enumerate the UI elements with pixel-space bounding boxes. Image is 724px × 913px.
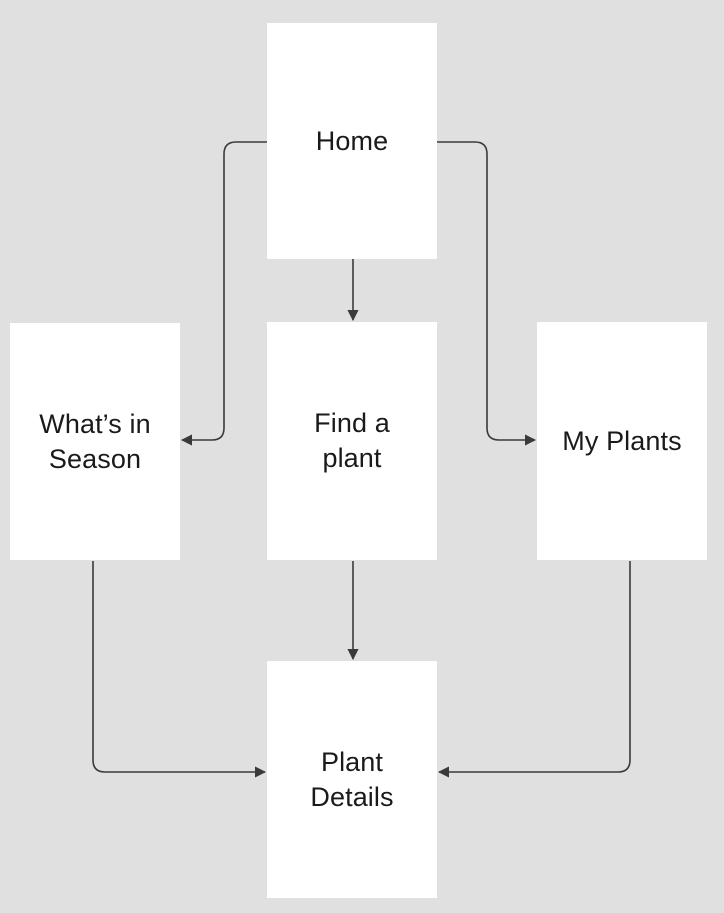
node-whats-in-season-label: What’s in Season [39,408,151,474]
node-whats-in-season[interactable]: What’s in Season [10,323,180,560]
node-find-a-plant-label: Find a plant [314,408,390,473]
node-home-label: Home [315,125,389,156]
node-home[interactable]: Home [267,23,437,259]
node-my-plants[interactable]: My Plants [537,322,707,560]
node-plant-details[interactable]: Plant Details [267,661,437,898]
node-plant-details-label: Plant Details [310,746,394,812]
edge-home-to-season [180,141,267,446]
edge-season-to-details [92,561,267,778]
node-find-a-plant[interactable]: Find a plant [267,322,437,560]
node-my-plants-label: My Plants [562,425,682,456]
edge-myplants-to-details [437,561,631,778]
edge-home-to-myplants [437,141,537,446]
